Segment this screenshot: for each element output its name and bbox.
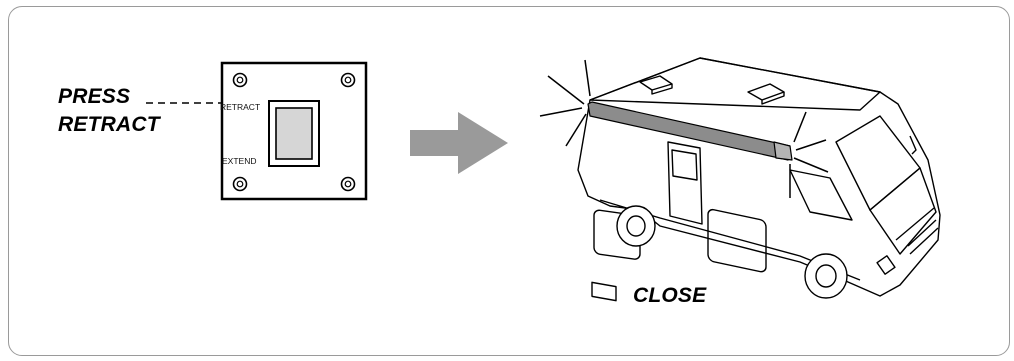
switch-panel [220,61,368,201]
press-instruction-line1: PRESS [58,85,131,108]
wheel-front [804,253,848,299]
direction-arrow-icon [410,112,508,174]
retract-label: RETRACT [220,102,261,112]
entry-door [667,141,703,225]
screw-top-left [232,72,248,88]
screw-bottom-left [232,176,248,192]
diagram-frame [8,6,1010,356]
close-result-label: CLOSE [633,284,707,307]
screw-bottom-right [340,176,356,192]
flash-lines-right [789,111,829,198]
press-instruction-line2: RETRACT [58,113,160,136]
awning-bar [587,101,793,161]
extend-label: EXTEND [222,156,257,166]
flash-lines-left [539,59,591,147]
screw-top-right [340,72,356,88]
motorhome-illustration [539,57,941,302]
rocker-switch [268,100,320,167]
cab-window [789,169,853,221]
wheel-rear [616,205,656,247]
